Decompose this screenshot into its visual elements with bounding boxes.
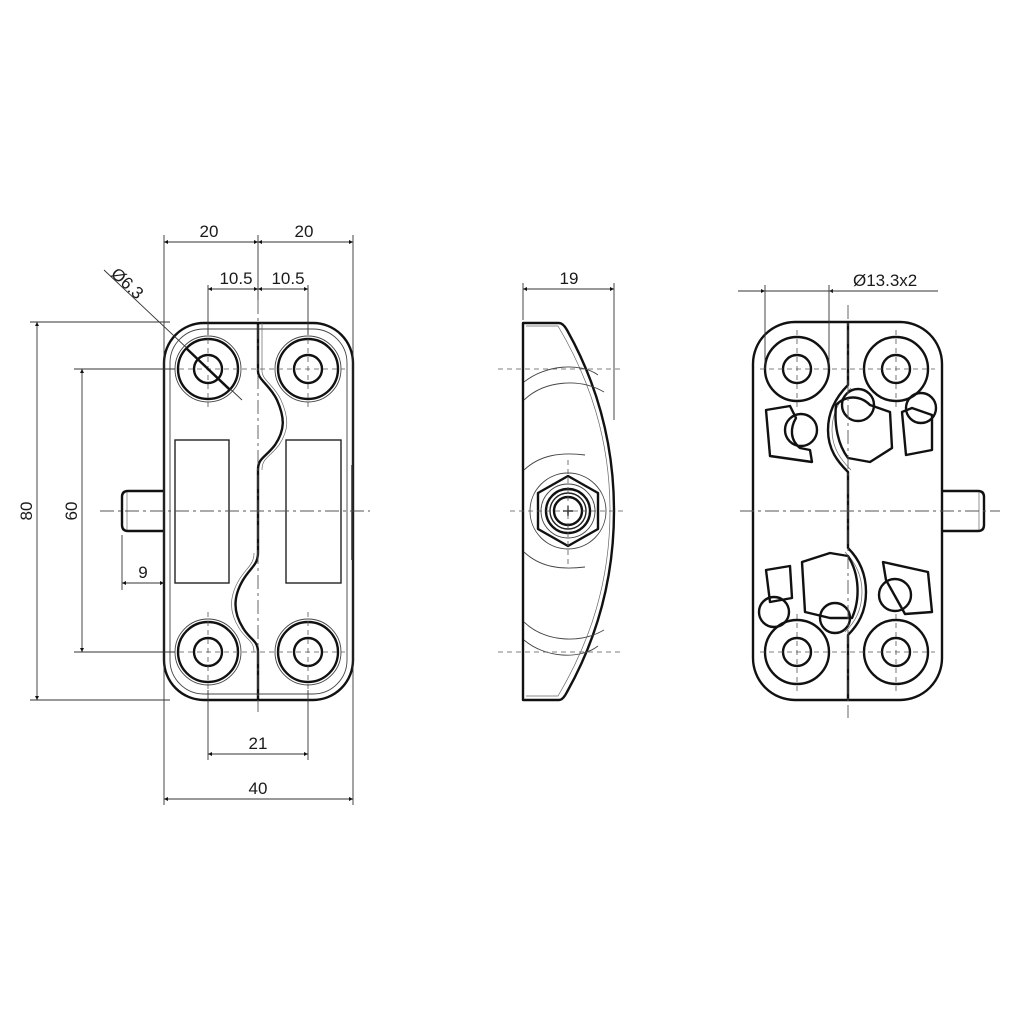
rear-pocket-top-right — [900, 406, 934, 457]
dim-hole-diameter: Ø6.3 — [107, 264, 147, 303]
front-pocket-left — [174, 439, 230, 584]
dim-half-width-left: 20 — [200, 222, 219, 241]
dim-pin-length: 9 — [138, 563, 147, 582]
dim-hole-offset-right: 10.5 — [271, 269, 304, 288]
front-view: 20 20 10.5 10.5 Ø6.3 80 60 9 21 40 — [17, 222, 370, 805]
side-view: 19 — [498, 269, 625, 702]
rear-view: Ø13.3x2 — [738, 271, 1000, 718]
dim-overall-width: 40 — [249, 779, 268, 798]
rear-pocket-bottom-right — [881, 560, 934, 616]
rear-pocket-bottom-left — [764, 564, 794, 604]
dim-hole-offset-left: 10.5 — [219, 269, 252, 288]
dim-overall-height: 80 — [17, 502, 36, 521]
front-pocket-right — [285, 439, 342, 584]
front-pin — [120, 489, 164, 533]
dim-depth: 19 — [560, 269, 579, 288]
dim-hole-spacing-vertical: 60 — [62, 502, 81, 521]
dim-counterbore-diameter: Ø13.3x2 — [853, 271, 917, 290]
rear-pocket-top-center — [834, 396, 894, 464]
rear-pocket-bottom-center — [800, 551, 859, 620]
dim-hole-spacing-horizontal: 21 — [249, 734, 268, 753]
dim-half-width-right: 20 — [295, 222, 314, 241]
rear-pocket-top-left — [764, 404, 814, 464]
